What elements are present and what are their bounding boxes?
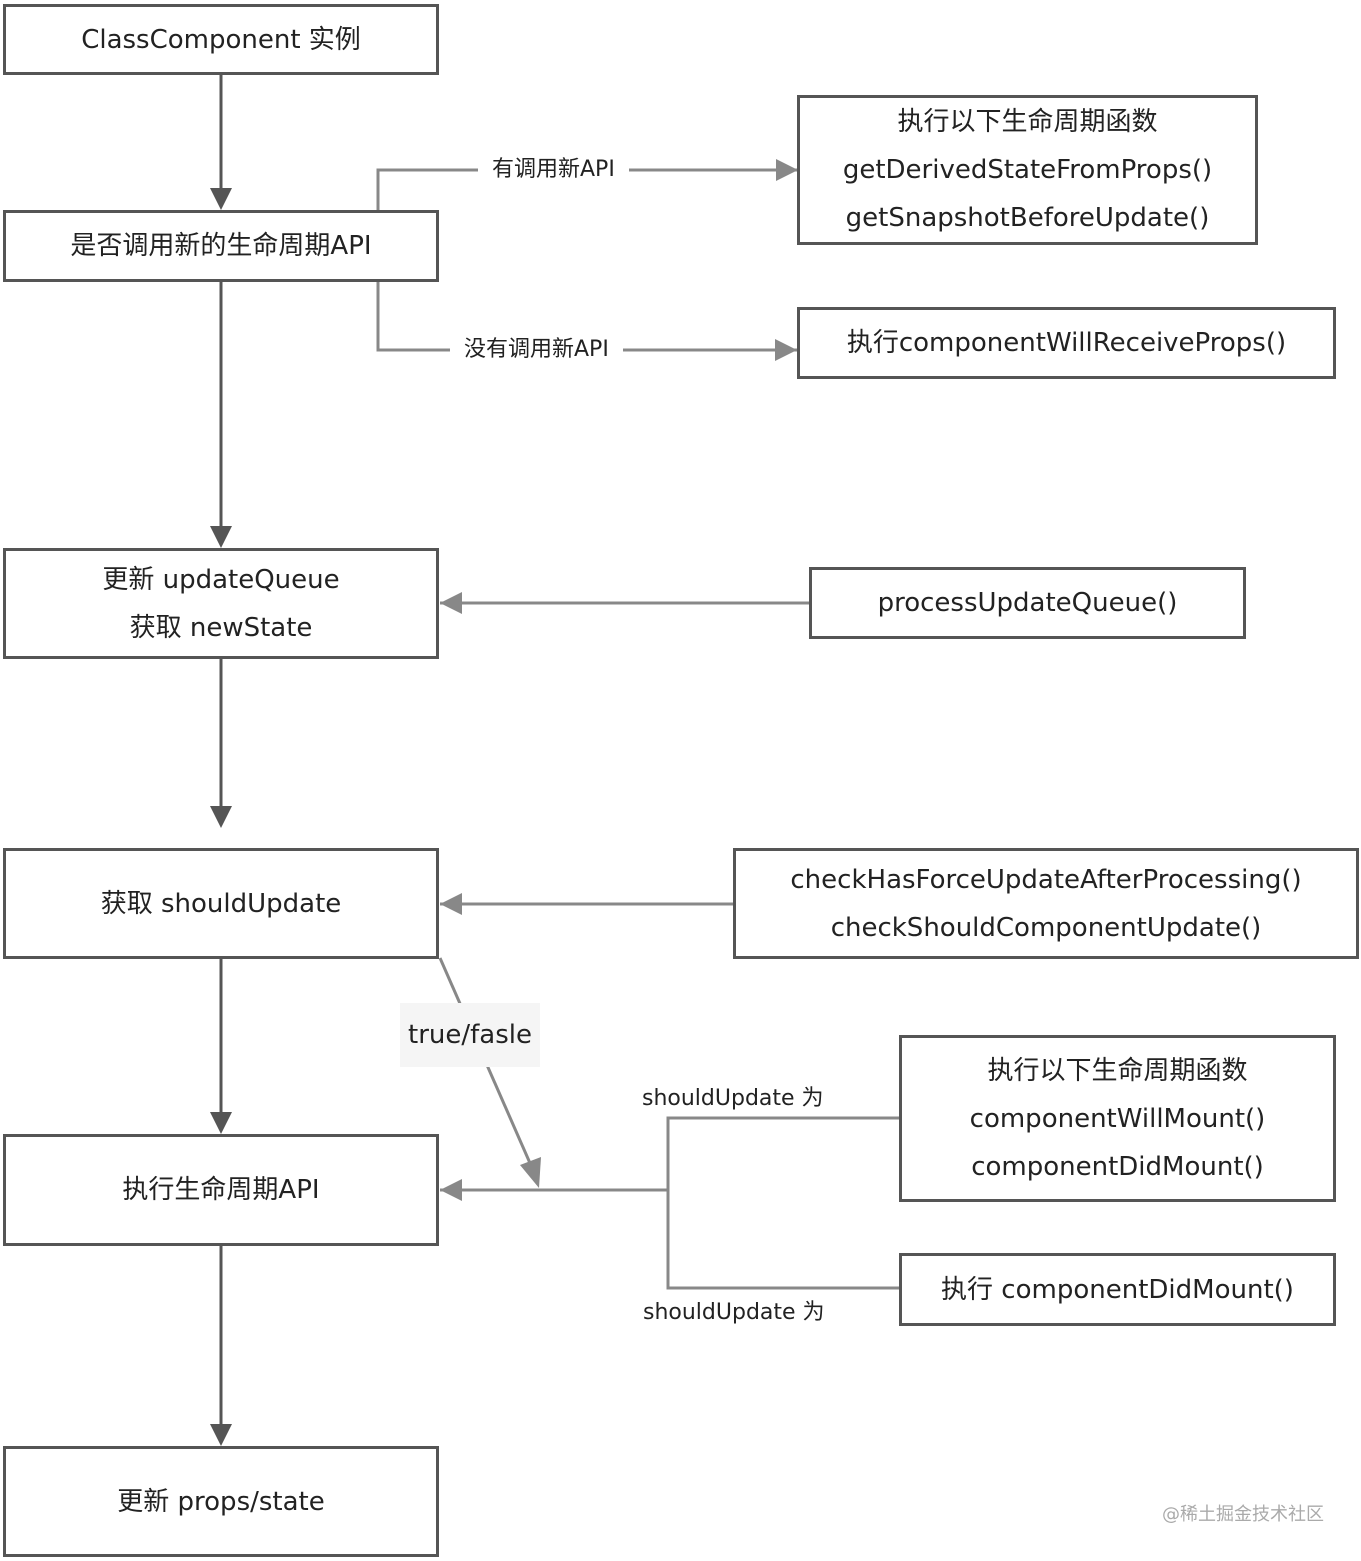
checks-box: checkHasForceUpdateAfterProcessing() che… xyxy=(733,848,1359,959)
run-lifecycle-label: 执行生命周期API xyxy=(122,1175,320,1205)
connector-should-update-branches xyxy=(666,1116,900,1290)
mount-false-label: 执行 componentDidMount() xyxy=(941,1274,1294,1305)
checks-line1: checkHasForceUpdateAfterProcessing() xyxy=(790,864,1302,895)
run-lifecycle-box: 执行生命周期API xyxy=(3,1134,439,1246)
mount-true-box: 执行以下生命周期函数 componentWillMount() componen… xyxy=(899,1035,1336,1202)
get-should-update-box: 获取 shouldUpdate xyxy=(3,848,439,959)
class-instance-label: ClassComponent 实例 xyxy=(81,24,361,55)
process-update-queue-box: processUpdateQueue() xyxy=(809,567,1246,639)
check-new-api-label: 是否调用新的生命周期API xyxy=(70,231,372,261)
new-api-line2: getDerivedStateFromProps() xyxy=(842,155,1213,185)
edge-label-should-update-top: shouldUpdate 为 xyxy=(642,1084,824,1114)
mount-true-line3: componentDidMount() xyxy=(971,1151,1264,1182)
old-api-label: 执行componentWillReceiveProps() xyxy=(846,328,1287,358)
checks-line2: checkShouldComponentUpdate() xyxy=(830,912,1262,943)
new-api-line3: getSnapshotBeforeUpdate() xyxy=(845,203,1210,233)
connector-no-new-api xyxy=(376,281,797,352)
watermark: @稀土掘金技术社区 xyxy=(1162,1504,1324,1525)
edge-label-no-new-api: 没有调用新API xyxy=(450,335,623,365)
process-update-queue-label: processUpdateQueue() xyxy=(877,588,1178,618)
edge-label-has-new-api: 有调用新API xyxy=(478,155,629,185)
check-new-api-box: 是否调用新的生命周期API xyxy=(3,210,439,282)
update-props-state-box: 更新 props/state xyxy=(3,1446,439,1557)
mount-true-line2: componentWillMount() xyxy=(969,1103,1266,1134)
update-queue-box: 更新 updateQueue 获取 newState xyxy=(3,548,439,659)
mount-true-line1: 执行以下生命周期函数 xyxy=(987,1055,1248,1086)
edge-label-true-false: true/fasle xyxy=(400,1003,540,1067)
mount-false-box: 执行 componentDidMount() xyxy=(899,1253,1336,1326)
update-props-state-label: 更新 props/state xyxy=(117,1486,325,1517)
update-queue-line1: 更新 updateQueue xyxy=(102,564,340,595)
old-api-box: 执行componentWillReceiveProps() xyxy=(797,307,1336,379)
class-instance-box: ClassComponent 实例 xyxy=(3,4,439,75)
update-queue-line2: 获取 newState xyxy=(129,612,313,643)
connector-has-new-api xyxy=(376,168,798,210)
new-api-lifecycle-box: 执行以下生命周期函数 getDerivedStateFromProps() ge… xyxy=(797,95,1258,245)
edge-label-should-update-bottom: shouldUpdate 为 xyxy=(643,1298,825,1328)
get-should-update-label: 获取 shouldUpdate xyxy=(100,888,342,919)
new-api-line1: 执行以下生命周期函数 xyxy=(897,107,1158,137)
